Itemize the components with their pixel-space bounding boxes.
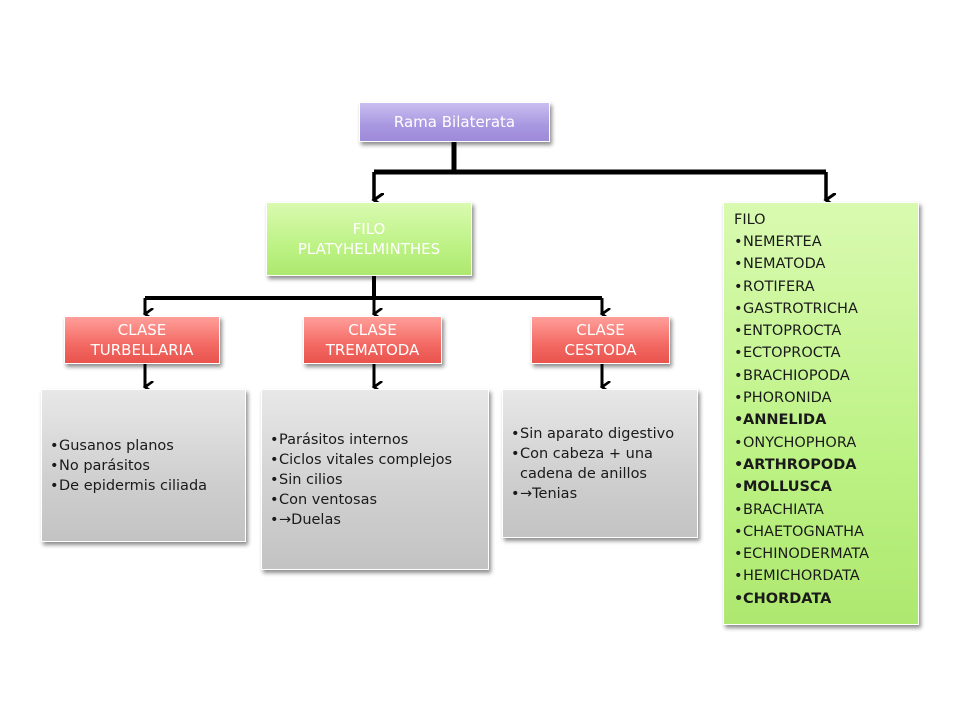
- class-cestoda-node: CLASE CESTODA: [531, 316, 670, 364]
- phylum-item: ECTOPROCTA: [734, 342, 910, 365]
- class-trematoda-line-2: TREMATODA: [325, 341, 420, 359]
- phylum-item: MOLLUSCA: [734, 476, 910, 499]
- phylum-item: NEMERTEA: [734, 231, 910, 254]
- phylum-item: CHAETOGNATHA: [734, 521, 910, 544]
- detail-item: Con cabeza + una cadena de anillos: [511, 444, 689, 484]
- phylum-item: ECHINODERMATA: [734, 543, 910, 566]
- class-cestoda-line-2: CESTODA: [564, 341, 637, 359]
- detail-item: Parásitos internos: [270, 430, 452, 450]
- cestoda-detail-list: Sin aparato digestivo Con cabeza + una c…: [511, 424, 689, 504]
- detail-item: →Duelas: [270, 510, 452, 530]
- class-turbellaria-node: CLASE TURBELLARIA: [64, 316, 220, 364]
- phylum-item: BRACHIATA: [734, 499, 910, 522]
- phylum-platyhelminthes-line-1: FILO: [352, 220, 386, 238]
- phylum-platyhelminthes-line-2: PLATYHELMINTHES: [297, 240, 441, 258]
- detail-item: De epidermis ciliada: [50, 476, 207, 496]
- class-trematoda-line-1: CLASE: [348, 321, 397, 339]
- turbellaria-detail-list: Gusanos planos No parásitos De epidermis…: [50, 436, 207, 496]
- phylum-item: HEMICHORDATA: [734, 565, 910, 588]
- detail-item: Ciclos vitales complejos: [270, 450, 452, 470]
- root-node: Rama Bilaterata: [359, 102, 550, 142]
- other-phyla-node: FILO NEMERTEA NEMATODA ROTIFERA GASTROTR…: [723, 202, 919, 625]
- phylum-item: ANNELIDA: [734, 409, 910, 432]
- detail-item: No parásitos: [50, 456, 207, 476]
- other-phyla-list: NEMERTEA NEMATODA ROTIFERA GASTROTRICHA …: [734, 231, 910, 610]
- phylum-item: ONYCHOPHORA: [734, 432, 910, 455]
- class-trematoda-node: CLASE TREMATODA: [303, 316, 442, 364]
- trematoda-detail-list: Parásitos internos Ciclos vitales comple…: [270, 430, 452, 530]
- cestoda-detail-box: Sin aparato digestivo Con cabeza + una c…: [502, 389, 698, 538]
- phylum-platyhelminthes-node: FILO PLATYHELMINTHES: [266, 202, 472, 276]
- detail-item: Sin aparato digestivo: [511, 424, 689, 444]
- class-cestoda-line-1: CLASE: [576, 321, 625, 339]
- class-turbellaria-line-1: CLASE: [117, 321, 167, 339]
- phylum-item: PHORONIDA: [734, 387, 910, 410]
- turbellaria-detail-box: Gusanos planos No parásitos De epidermis…: [41, 389, 246, 542]
- other-phyla-title: FILO: [734, 212, 766, 228]
- class-turbellaria-line-2: TURBELLARIA: [90, 341, 194, 359]
- phylum-item: GASTROTRICHA: [734, 298, 910, 321]
- phylum-item: ROTIFERA: [734, 276, 910, 299]
- root-node-label: Rama Bilaterata: [393, 113, 516, 131]
- detail-item: Sin cilios: [270, 470, 452, 490]
- detail-item: Con ventosas: [270, 490, 452, 510]
- detail-item: →Tenias: [511, 484, 689, 504]
- trematoda-detail-box: Parásitos internos Ciclos vitales comple…: [261, 389, 489, 570]
- phylum-item: NEMATODA: [734, 253, 910, 276]
- phylum-item: ENTOPROCTA: [734, 320, 910, 343]
- phylum-item: CHORDATA: [734, 588, 910, 611]
- phylum-item: ARTHROPODA: [734, 454, 910, 477]
- phylum-item: BRACHIOPODA: [734, 365, 910, 388]
- detail-item: Gusanos planos: [50, 436, 207, 456]
